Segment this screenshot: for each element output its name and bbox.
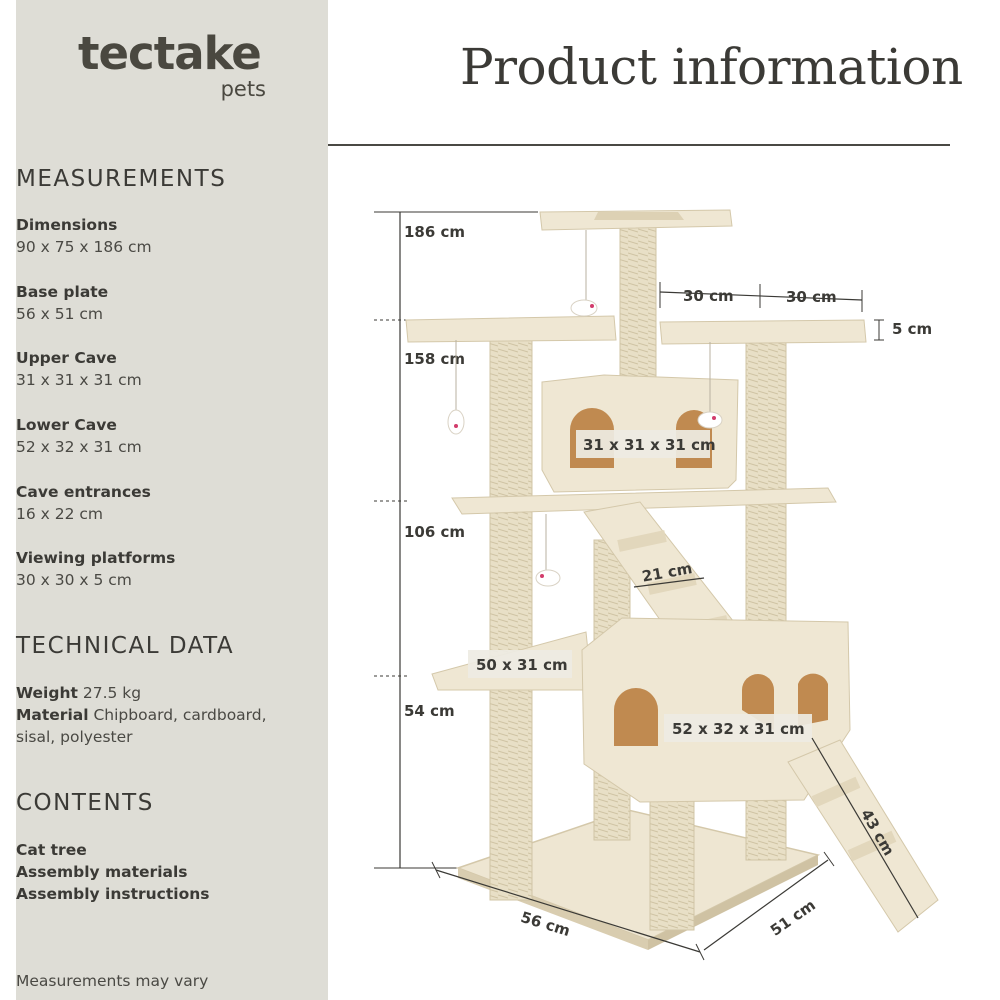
- cat-tree-illustration: 186 cm 158 cm 106 cm 54 cm 31 x 31 x 31 …: [374, 209, 939, 961]
- mouse-toy-icon: [697, 342, 723, 429]
- spec-value: 31 x 31 x 31 cm: [16, 371, 142, 389]
- spec-cave-entrances: Cave entrances 16 x 22 cm: [16, 481, 316, 525]
- spec-value: 90 x 75 x 186 cm: [16, 238, 152, 256]
- lower-cave-label: 52 x 32 x 31 cm: [672, 720, 805, 738]
- spec-label: Viewing platforms: [16, 549, 176, 567]
- height-label-158: 158 cm: [404, 350, 465, 368]
- lower-platform-label: 50 x 31 cm: [476, 656, 568, 674]
- spec-label: Upper Cave: [16, 349, 117, 367]
- spec-label: Lower Cave: [16, 416, 117, 434]
- spec-value: 16 x 22 cm: [16, 505, 104, 523]
- spec-dimensions: Dimensions 90 x 75 x 186 cm: [16, 214, 316, 258]
- mouse-toy-icon: [535, 514, 561, 587]
- tech-material-cont: sisal, polyester: [16, 728, 133, 746]
- spec-viewing-platforms: Viewing platforms 30 x 30 x 5 cm: [16, 547, 316, 591]
- lower-cave: [581, 617, 851, 803]
- height-label-106: 106 cm: [404, 523, 465, 541]
- material-label: Material: [16, 706, 89, 724]
- height-label-54: 54 cm: [404, 702, 455, 720]
- spec-value: 30 x 30 x 5 cm: [16, 571, 132, 589]
- footnote: Measurements may vary: [16, 972, 209, 990]
- spec-label: Base plate: [16, 283, 109, 301]
- sisal-post-front: [649, 779, 695, 931]
- middle-platform: [451, 487, 837, 515]
- spec-value: 56 x 51 cm: [16, 305, 104, 323]
- right-platform: [659, 319, 867, 345]
- brand-name: tectake: [78, 27, 262, 80]
- weight-value: 27.5 kg: [82, 684, 142, 702]
- spec-base-plate: Base plate 56 x 51 cm: [16, 281, 316, 325]
- contents-item: Cat tree: [16, 841, 87, 859]
- platform-width-left: 30 cm: [683, 287, 734, 305]
- brand-logo: tectake pets: [78, 27, 278, 101]
- spec-label: Dimensions: [16, 216, 118, 234]
- platform-dimensions: [659, 282, 884, 341]
- spec-label: Cave entrances: [16, 483, 151, 501]
- tech-weight: Weight 27.5 kg: [16, 682, 316, 704]
- spec-value: 52 x 32 x 31 cm: [16, 438, 142, 456]
- left-platform: [405, 315, 617, 343]
- upper-cave-label-bg: [576, 430, 710, 458]
- height-dimension: [374, 211, 538, 869]
- material-value: Chipboard, cardboard,: [93, 706, 267, 724]
- spec-lower-cave: Lower Cave 52 x 32 x 31 cm: [16, 414, 316, 458]
- contents-item: Assembly materials: [16, 863, 188, 881]
- ramp-length-line: [811, 737, 919, 919]
- brand-sub: pets: [220, 77, 266, 101]
- mouse-toy-icon: [447, 340, 465, 435]
- tech-material: Material Chipboard, cardboard,: [16, 704, 316, 726]
- ramp: [787, 739, 939, 933]
- top-platform-bed: [594, 212, 684, 220]
- sisal-post-left: [489, 334, 533, 901]
- mouse-toy-icon: [570, 230, 598, 317]
- technical-heading: TECHNICAL DATA: [16, 633, 235, 659]
- height-label-186: 186 cm: [404, 223, 465, 241]
- base-dimensions: [431, 851, 835, 961]
- ladder-width-line: [633, 577, 705, 588]
- spec-upper-cave: Upper Cave 31 x 31 x 31 cm: [16, 347, 316, 391]
- contents-item: Assembly instructions: [16, 885, 210, 903]
- base-depth-label: 51 cm: [767, 896, 819, 940]
- header-divider: [328, 144, 950, 146]
- sidebar: tectake pets MEASUREMENTS Dimensions 90 …: [16, 0, 328, 1000]
- platform-thickness: 5 cm: [892, 320, 932, 338]
- measurements-heading: MEASUREMENTS: [16, 166, 227, 192]
- sisal-post-top: [619, 224, 657, 386]
- lower-cave-label-bg: [664, 714, 812, 742]
- contents-heading: CONTENTS: [16, 790, 154, 816]
- page-title: Product information: [460, 38, 963, 96]
- platform-width-right: 30 cm: [786, 288, 837, 306]
- lower-platform-label-bg: [468, 650, 572, 678]
- weight-label: Weight: [16, 684, 78, 702]
- upper-cave-label: 31 x 31 x 31 cm: [583, 436, 716, 454]
